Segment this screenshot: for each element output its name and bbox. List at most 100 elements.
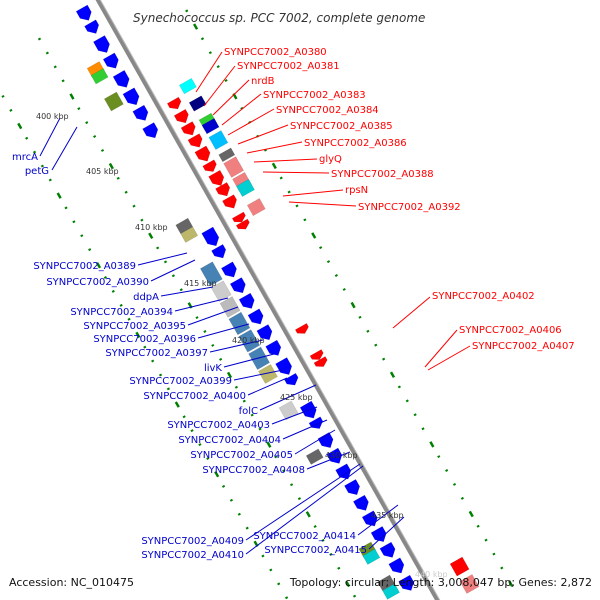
forward-gene-arrow-shape [313, 356, 328, 367]
tick-mark [284, 596, 289, 600]
kbp-label: 420 kbp [232, 336, 265, 345]
reverse-gene-arrow-shape [275, 357, 293, 375]
tick-mark [193, 23, 199, 30]
reverse-gene-box-shape [180, 226, 199, 243]
reverse-gene-arrow [84, 19, 100, 34]
forward-gene-box [201, 117, 220, 135]
label-leader-line [392, 296, 431, 329]
reverse-gene-box-shape [362, 548, 381, 565]
forward-gene-arrow [309, 349, 324, 360]
gene-label[interactable]: SYNPCC7002_A0381 [237, 61, 340, 72]
gene-label[interactable]: SYNPCC7002_A0385 [290, 121, 393, 132]
tick-mark [492, 552, 496, 556]
reverse-gene-arrow-shape [284, 372, 299, 386]
gene-label[interactable]: SYNPCC7002_A0386 [304, 138, 407, 149]
genome-backbone [95, 0, 440, 600]
gene-label[interactable]: SYNPCC7002_A0397 [105, 348, 208, 359]
reverse-gene-arrow-shape [335, 463, 352, 480]
tick-mark [151, 359, 155, 363]
tick-mark [72, 220, 76, 224]
label-leader-line [424, 329, 458, 368]
gene-label[interactable]: SYNPCC7002_A0394 [70, 307, 173, 318]
forward-gene-arrow [208, 169, 225, 186]
label-leader-line [282, 189, 344, 197]
gene-label[interactable]: folC [239, 406, 258, 417]
reverse-gene-box [377, 574, 396, 591]
tick-mark [127, 317, 131, 321]
tick-mark [345, 580, 351, 588]
gene-label[interactable]: SYNPCC7002_A0405 [190, 450, 293, 461]
reverse-gene-arrow [335, 463, 352, 480]
tick-mark [190, 429, 194, 433]
reverse-gene-box [382, 583, 400, 600]
reverse-gene-arrow-shape [379, 541, 396, 558]
gene-label[interactable]: SYNPCC7002_A0388 [331, 169, 434, 180]
gene-label[interactable]: SYNPCC7002_A0410 [141, 550, 244, 561]
gene-label[interactable]: SYNPCC7002_A0392 [358, 202, 461, 213]
forward-gene-box-shape [178, 77, 197, 95]
reverse-gene-arrow-shape [317, 432, 334, 449]
tick-mark [182, 415, 186, 419]
gene-label[interactable]: ddpA [133, 292, 159, 303]
gene-label[interactable]: petG [25, 166, 49, 177]
tick-mark [303, 218, 307, 222]
gene-label[interactable]: SYNPCC7002_A0384 [276, 105, 379, 116]
tick-mark [195, 316, 199, 320]
gene-label[interactable]: SYNPCC7002_A0406 [459, 325, 562, 336]
reverse-gene-box-shape [175, 217, 194, 235]
gene-label[interactable]: SYNPCC7002_A0415 [264, 545, 367, 556]
tick-mark [277, 582, 281, 586]
tick-mark [135, 331, 141, 339]
gene-label[interactable]: SYNPCC7002_A0390 [46, 277, 149, 288]
gene-label[interactable]: SYNPCC7002_A0389 [33, 261, 136, 272]
tick-mark [445, 469, 449, 472]
gene-label[interactable]: SYNPCC7002_A0399 [129, 376, 232, 387]
gene-label[interactable]: SYNPCC7002_A0395 [83, 321, 186, 332]
forward-gene-box [223, 156, 245, 178]
reverse-gene-arrow-shape [102, 52, 119, 69]
gene-label[interactable]: nrdB [251, 76, 275, 87]
gene-label[interactable]: rpsN [345, 185, 368, 196]
gene-label[interactable]: glyQ [319, 154, 342, 165]
reverse-gene-arrow-shape [398, 574, 415, 591]
tick-mark [305, 511, 311, 518]
gene-label[interactable]: mrcA [12, 152, 38, 163]
gene-label[interactable]: SYNPCC7002_A0396 [93, 334, 196, 345]
tick-mark [250, 413, 254, 417]
tick-mark [326, 260, 331, 264]
gene-label[interactable]: SYNPCC7002_A0414 [253, 531, 356, 542]
forward-gene-box [236, 178, 255, 197]
gene-label[interactable]: SYNPCC7002_A0404 [178, 435, 281, 446]
gene-label[interactable]: SYNPCC7002_A0409 [141, 536, 244, 547]
gene-label[interactable]: SYNPCC7002_A0402 [432, 291, 535, 302]
reverse-gene-arrow-shape [221, 261, 237, 278]
reverse-gene-arrow [256, 324, 273, 341]
reverse-gene-arrow [211, 244, 227, 259]
tick-mark [500, 566, 504, 570]
tick-mark [45, 51, 49, 55]
tick-mark [321, 538, 325, 542]
label-leader-line [195, 51, 223, 93]
gene-label[interactable]: SYNPCC7002_A0408 [202, 465, 305, 476]
gene-label[interactable]: SYNPCC7002_A0380 [224, 47, 327, 58]
gene-label[interactable]: SYNPCC7002_A0400 [143, 391, 246, 402]
tick-mark [179, 288, 183, 292]
tick-mark [148, 232, 154, 239]
tick-mark [1, 94, 5, 98]
gene-label[interactable]: SYNPCC7002_A0383 [263, 90, 366, 101]
reverse-gene-arrow [379, 541, 396, 558]
kbp-label: 440 kbp [415, 570, 448, 579]
reverse-gene-arrow [275, 357, 293, 375]
gene-label[interactable]: SYNPCC7002_A0403 [167, 420, 270, 431]
reverse-gene-box [175, 217, 194, 235]
gene-label[interactable]: SYNPCC7002_A0407 [472, 341, 575, 352]
tick-mark [64, 206, 68, 210]
gene-label[interactable]: livK [204, 363, 222, 374]
tick-mark [234, 385, 238, 389]
tick-mark [100, 148, 105, 152]
reverse-gene-arrow [93, 35, 110, 53]
reverse-gene-arrow [247, 308, 264, 325]
reverse-gene-box-shape [103, 91, 124, 112]
label-leader-line [262, 171, 330, 174]
